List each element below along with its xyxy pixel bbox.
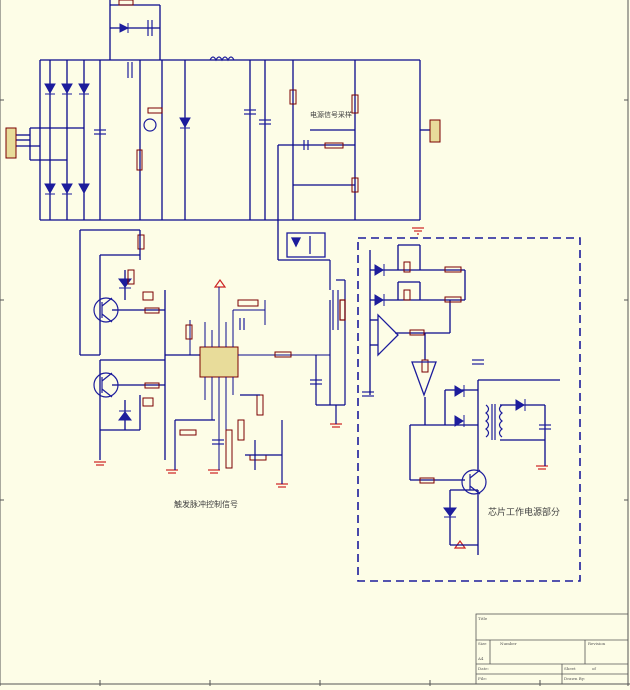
chip-power-boundary	[357, 237, 581, 582]
driver-section	[79, 229, 200, 460]
chip-power-caps	[472, 359, 551, 430]
mosfet-q1	[127, 62, 157, 132]
input-connector	[5, 119, 441, 159]
title-block	[475, 613, 629, 685]
inductor	[209, 56, 235, 62]
op-amp	[377, 313, 437, 397]
top-capacitors	[94, 20, 309, 150]
title-block-file: File:	[478, 676, 487, 681]
title-block-sheet: Sheet	[564, 666, 576, 671]
ground-symbols	[94, 227, 548, 549]
output-transistor	[461, 469, 487, 495]
chip-power-zeners	[374, 264, 526, 518]
trigger-label: 触发脉冲控制信号	[174, 499, 238, 509]
title-block-title: Title	[478, 616, 488, 621]
driver-transistors	[93, 297, 119, 398]
driver-passives	[127, 269, 160, 407]
chip-power-resistors	[403, 261, 462, 484]
ic-capacitors	[212, 318, 374, 445]
title-block-date: Date:	[478, 666, 489, 671]
sample-label: 电源信号采样	[310, 110, 352, 119]
transformer	[485, 404, 503, 440]
driver-zeners	[118, 278, 132, 421]
ic-wires	[174, 260, 346, 484]
title-block-number: Number	[500, 641, 517, 646]
title-block-size: Size	[478, 641, 487, 646]
top-resistors	[118, 0, 359, 250]
title-block-text: Title Size A4 Number Revision Date: File…	[477, 616, 606, 681]
title-block-of: of	[592, 666, 596, 671]
power-input-section	[14, 0, 432, 261]
title-block-revision: Revision	[588, 641, 606, 646]
control-ic	[189, 287, 330, 470]
chip-power-label: 芯片工作电源部分	[488, 506, 560, 518]
ic-passives	[179, 299, 292, 469]
bridge-diodes	[44, 23, 191, 195]
mosfet-q2	[332, 290, 346, 330]
title-block-drawn-by: Drawn By:	[564, 676, 585, 681]
chip-power-wiring	[369, 244, 560, 555]
optocoupler	[286, 232, 326, 258]
title-block-size-value: A4	[477, 656, 484, 661]
